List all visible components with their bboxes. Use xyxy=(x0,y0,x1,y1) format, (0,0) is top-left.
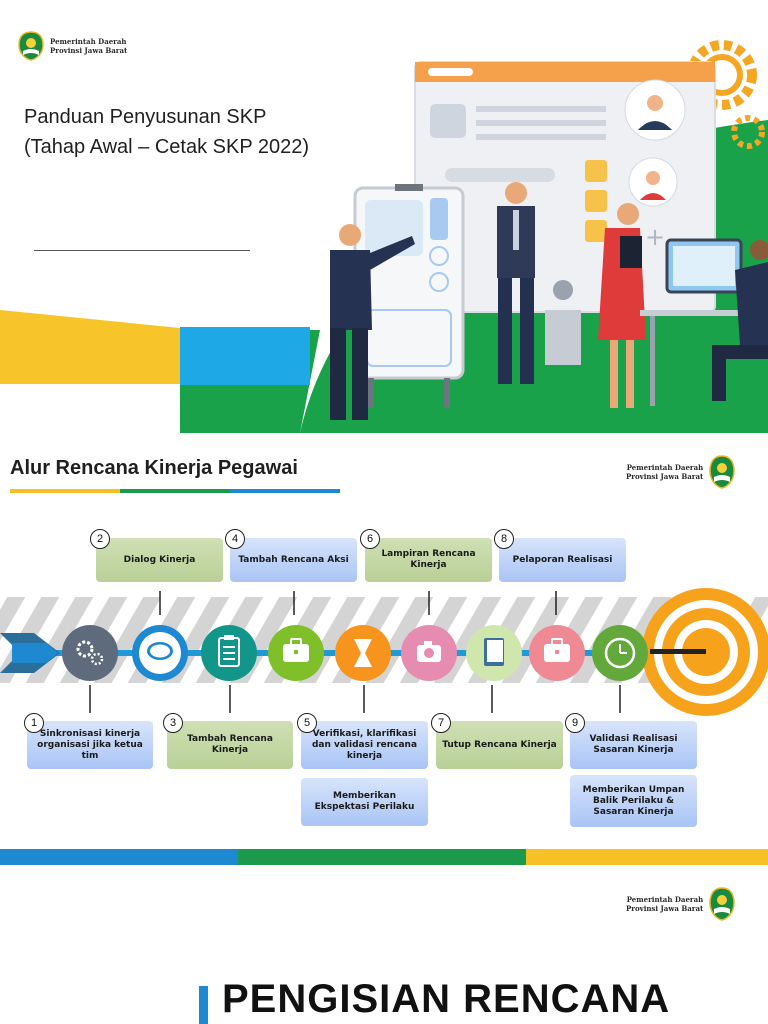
step-1-box: Sinkronisasi kinerja organisasi jika ket… xyxy=(27,721,153,769)
step-8-box: Pelaporan Realisasi xyxy=(499,538,626,582)
step-5-box: Verifikasi, klarifikasi dan validasi ren… xyxy=(301,721,428,769)
step-5-number: 5 xyxy=(297,713,317,733)
jabar-emblem-icon xyxy=(18,31,44,61)
step-1-number: 1 xyxy=(24,713,44,733)
briefcase-icon xyxy=(529,625,585,681)
camera-icon xyxy=(401,625,457,681)
svg-text:+: + xyxy=(645,223,665,251)
org-line-1: Pemerintah Daerah xyxy=(626,463,704,472)
step-2-number: 2 xyxy=(90,529,110,549)
section-slide: Pemerintah Daerah Provinsi Jawa Barat PE… xyxy=(0,865,768,1024)
step-4-box: Tambah Rencana Aksi xyxy=(230,538,357,582)
org-name: Pemerintah Daerah Provinsi Jawa Barat xyxy=(626,895,703,913)
jabar-emblem-icon xyxy=(709,455,735,489)
step-3-number: 3 xyxy=(163,713,183,733)
step-9-sub-box: Memberikan Umpan Balik Perilaku & Sasara… xyxy=(570,775,697,827)
step-7-number: 7 xyxy=(431,713,451,733)
step-5-sub-label: Memberikan Ekspektasi Perilaku xyxy=(314,791,415,812)
step-9-box: Validasi Realisasi Sasaran Kinerja xyxy=(570,721,697,769)
org-logo: Pemerintah Daerah Provinsi Jawa Barat xyxy=(18,31,127,61)
step-4-number: 4 xyxy=(225,529,245,549)
book-icon xyxy=(466,625,522,681)
step-5-label: Verifikasi, klarifikasi dan validasi ren… xyxy=(311,728,418,761)
step-9-label: Validasi Realisasi Sasaran Kinerja xyxy=(589,734,678,755)
arrow-tail-icon xyxy=(0,633,60,673)
clock-icon xyxy=(592,625,648,681)
hourglass-icon xyxy=(335,625,391,681)
step-6-label: Lampiran Rencana Kinerja xyxy=(381,549,476,570)
cover-slide: + xyxy=(0,0,768,433)
gears-icon xyxy=(62,625,118,681)
step-7-label: Tutup Rencana Kinerja xyxy=(442,739,557,750)
org-line-2: Provinsi Jawa Barat xyxy=(626,472,704,481)
step-9-number: 9 xyxy=(565,713,585,733)
org-line-2: Provinsi Jawa Barat xyxy=(50,46,128,55)
org-name: Pemerintah Daerah Provinsi Jawa Barat xyxy=(626,463,703,481)
step-4-label: Tambah Rencana Aksi xyxy=(238,554,349,565)
org-line-2: Provinsi Jawa Barat xyxy=(626,904,704,913)
step-8-label: Pelaporan Realisasi xyxy=(512,554,613,565)
org-line-1: Pemerintah Daerah xyxy=(50,37,127,46)
briefcase-icon xyxy=(268,625,324,681)
step-3-box: Tambah Rencana Kinerja xyxy=(167,721,293,769)
step-2-label: Dialog Kinerja xyxy=(123,554,196,565)
flow-diagram xyxy=(0,588,768,865)
heading-accent-bar xyxy=(199,986,208,1024)
org-logo: Pemerintah Daerah Provinsi Jawa Barat xyxy=(626,887,735,921)
section-heading: PENGISIAN RENCANA xyxy=(222,977,671,1021)
step-3-label: Tambah Rencana Kinerja xyxy=(187,734,273,755)
step-6-number: 6 xyxy=(360,529,380,549)
flow-slide-title: Alur Rencana Kinerja Pegawai xyxy=(10,457,298,479)
step-9-sub-label: Memberikan Umpan Balik Perilaku & Sasara… xyxy=(582,784,685,817)
flow-slide: Alur Rencana Kinerja Pegawai Pemerintah … xyxy=(0,433,768,865)
step-7-box: Tutup Rencana Kinerja xyxy=(436,721,563,769)
org-logo: Pemerintah Daerah Provinsi Jawa Barat xyxy=(626,455,735,489)
clipboard-icon xyxy=(201,625,257,681)
title-underline-stripe xyxy=(10,489,340,493)
target-icon xyxy=(642,588,768,716)
chat-icon xyxy=(132,625,188,681)
step-2-box: Dialog Kinerja xyxy=(96,538,223,582)
cover-title: Panduan Penyusunan SKP (Tahap Awal – Cet… xyxy=(24,102,309,162)
org-line-1: Pemerintah Daerah xyxy=(626,895,704,904)
step-8-number: 8 xyxy=(494,529,514,549)
cover-title-line-2: (Tahap Awal – Cetak SKP 2022) xyxy=(24,136,309,158)
title-underline xyxy=(34,250,250,251)
step-5-sub-box: Memberikan Ekspektasi Perilaku xyxy=(301,778,428,826)
org-name: Pemerintah Daerah Provinsi Jawa Barat xyxy=(50,37,127,55)
jabar-emblem-icon xyxy=(709,887,735,921)
cover-illustration: + xyxy=(0,40,768,433)
step-1-label: Sinkronisasi kinerja organisasi jika ket… xyxy=(37,728,143,761)
step-6-box: Lampiran Rencana Kinerja xyxy=(365,538,492,582)
cover-title-line-1: Panduan Penyusunan SKP xyxy=(24,106,267,128)
